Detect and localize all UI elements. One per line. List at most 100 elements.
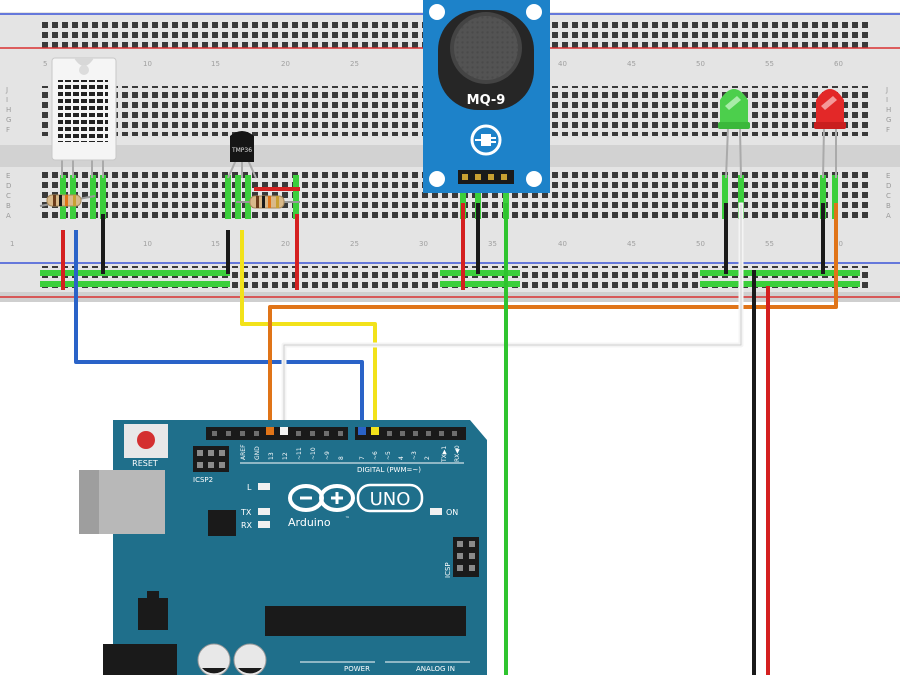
power-plug-icon-body xyxy=(481,134,491,146)
led-tx-label: TX xyxy=(240,508,252,517)
column-numbers-top: 5 10 15 20 25 40 45 50 55 60 xyxy=(43,60,843,68)
mq9-header-pin xyxy=(488,174,494,180)
pin-label: 2 xyxy=(424,456,431,460)
reset-button[interactable] xyxy=(137,431,155,449)
led-l xyxy=(258,483,270,490)
column-number: 15 xyxy=(211,60,220,68)
connected-hole xyxy=(832,175,838,219)
column-number: 35 xyxy=(488,240,497,248)
connected-rail-hole xyxy=(40,270,230,276)
digital-label: DIGITAL (PWM=~) xyxy=(357,466,421,474)
pin-label: 13 xyxy=(268,452,275,460)
header-pin xyxy=(400,431,405,436)
dht-sensor xyxy=(51,57,117,178)
icsp2-pin xyxy=(219,450,225,456)
row-letter: B xyxy=(6,202,11,210)
digital-header-pins xyxy=(212,431,457,436)
column-number: 10 xyxy=(143,60,152,68)
mq9-sensor-mesh-tint xyxy=(454,16,518,80)
row-letter: F xyxy=(6,126,10,134)
header-pin xyxy=(324,431,329,436)
column-number: 25 xyxy=(350,60,359,68)
power-label: POWER xyxy=(344,665,370,673)
column-number: 40 xyxy=(558,240,567,248)
resistor-band xyxy=(268,196,271,208)
green-led xyxy=(718,89,750,179)
header-pin xyxy=(338,431,343,436)
led-highlight xyxy=(821,96,837,110)
icsp-pin xyxy=(457,553,463,559)
logo-loop-right xyxy=(319,484,355,512)
connected-hole xyxy=(820,175,826,219)
led-dome xyxy=(720,89,748,126)
wire-end-orange xyxy=(266,427,274,435)
power-plug-icon-tail xyxy=(475,139,481,141)
icsp2-pin xyxy=(197,450,203,456)
row-letters-right: J I H G F E D C B A xyxy=(885,86,891,220)
tmp-label: TMP36 xyxy=(231,147,252,154)
dht-vent-grid xyxy=(58,80,108,142)
led-on xyxy=(430,508,442,515)
arduino-infinity-logo xyxy=(288,484,355,512)
icsp2-header xyxy=(193,446,229,472)
led-on-label: ON xyxy=(446,508,458,517)
connected-hole xyxy=(738,175,744,219)
column-number: 45 xyxy=(627,240,636,248)
power-plug-icon-ring xyxy=(470,124,502,156)
resistor-tmp xyxy=(236,195,300,209)
arduino-brand-label: Arduino xyxy=(288,516,331,529)
row-letter: E xyxy=(886,172,890,180)
row-letters-left: J I H G F E D C B A xyxy=(5,86,11,220)
tmp-body xyxy=(230,131,254,162)
connected-hole xyxy=(225,175,231,219)
header-pin xyxy=(310,431,315,436)
pin-label: 12 xyxy=(282,452,289,460)
led-leg xyxy=(725,127,729,179)
digital-header-right xyxy=(355,427,466,440)
red-led xyxy=(814,89,846,179)
resistor-band xyxy=(256,196,259,208)
capacitor-stripe xyxy=(202,668,226,674)
uno-label: UNO xyxy=(370,489,411,510)
pin-label: ~3 xyxy=(411,451,418,460)
chip-small xyxy=(208,510,236,536)
icsp2-pins xyxy=(197,450,225,468)
icsp-pin xyxy=(469,565,475,571)
row-letter: J xyxy=(5,86,8,94)
icsp-header xyxy=(453,537,479,577)
row-letter: J xyxy=(885,86,888,94)
column-number: 20 xyxy=(281,60,290,68)
column-number: 1 xyxy=(10,240,14,248)
icsp-label: ICSP xyxy=(444,562,452,578)
connected-rail-hole xyxy=(700,281,860,287)
wire-end-white xyxy=(280,427,288,435)
header-pin xyxy=(439,431,444,436)
led-leg xyxy=(739,127,742,179)
wires xyxy=(61,187,838,675)
wire-end-yellow xyxy=(371,427,379,435)
tmp-pin xyxy=(247,159,257,179)
mq9-mount-hole xyxy=(429,4,445,20)
column-numbers-bottom: 1 10 15 20 25 30 35 40 45 50 55 60 xyxy=(10,240,843,248)
resistor-dht xyxy=(39,194,96,207)
connected-hole xyxy=(245,175,251,219)
connected-hole xyxy=(475,175,481,219)
wire-orange-red-led xyxy=(268,203,838,434)
pin-label: TX▶1 xyxy=(441,446,448,463)
wire-white-green-led-outline xyxy=(283,204,742,433)
resistor-band xyxy=(73,195,76,206)
row-letter: D xyxy=(886,182,891,190)
led-tx xyxy=(258,508,270,515)
wire-yellow-tmp-signal xyxy=(240,230,377,434)
icsp2-pin xyxy=(208,450,214,456)
row-letter: A xyxy=(886,212,891,220)
column-number: 5 xyxy=(43,60,47,68)
mq9-module: MQ-9 xyxy=(423,0,550,193)
header-pin xyxy=(226,431,231,436)
header-pin xyxy=(413,431,418,436)
row-letter: G xyxy=(6,116,11,124)
row-letter: D xyxy=(6,182,11,190)
uno-badge xyxy=(356,483,424,513)
icsp2-label: ICSP2 xyxy=(193,476,213,484)
